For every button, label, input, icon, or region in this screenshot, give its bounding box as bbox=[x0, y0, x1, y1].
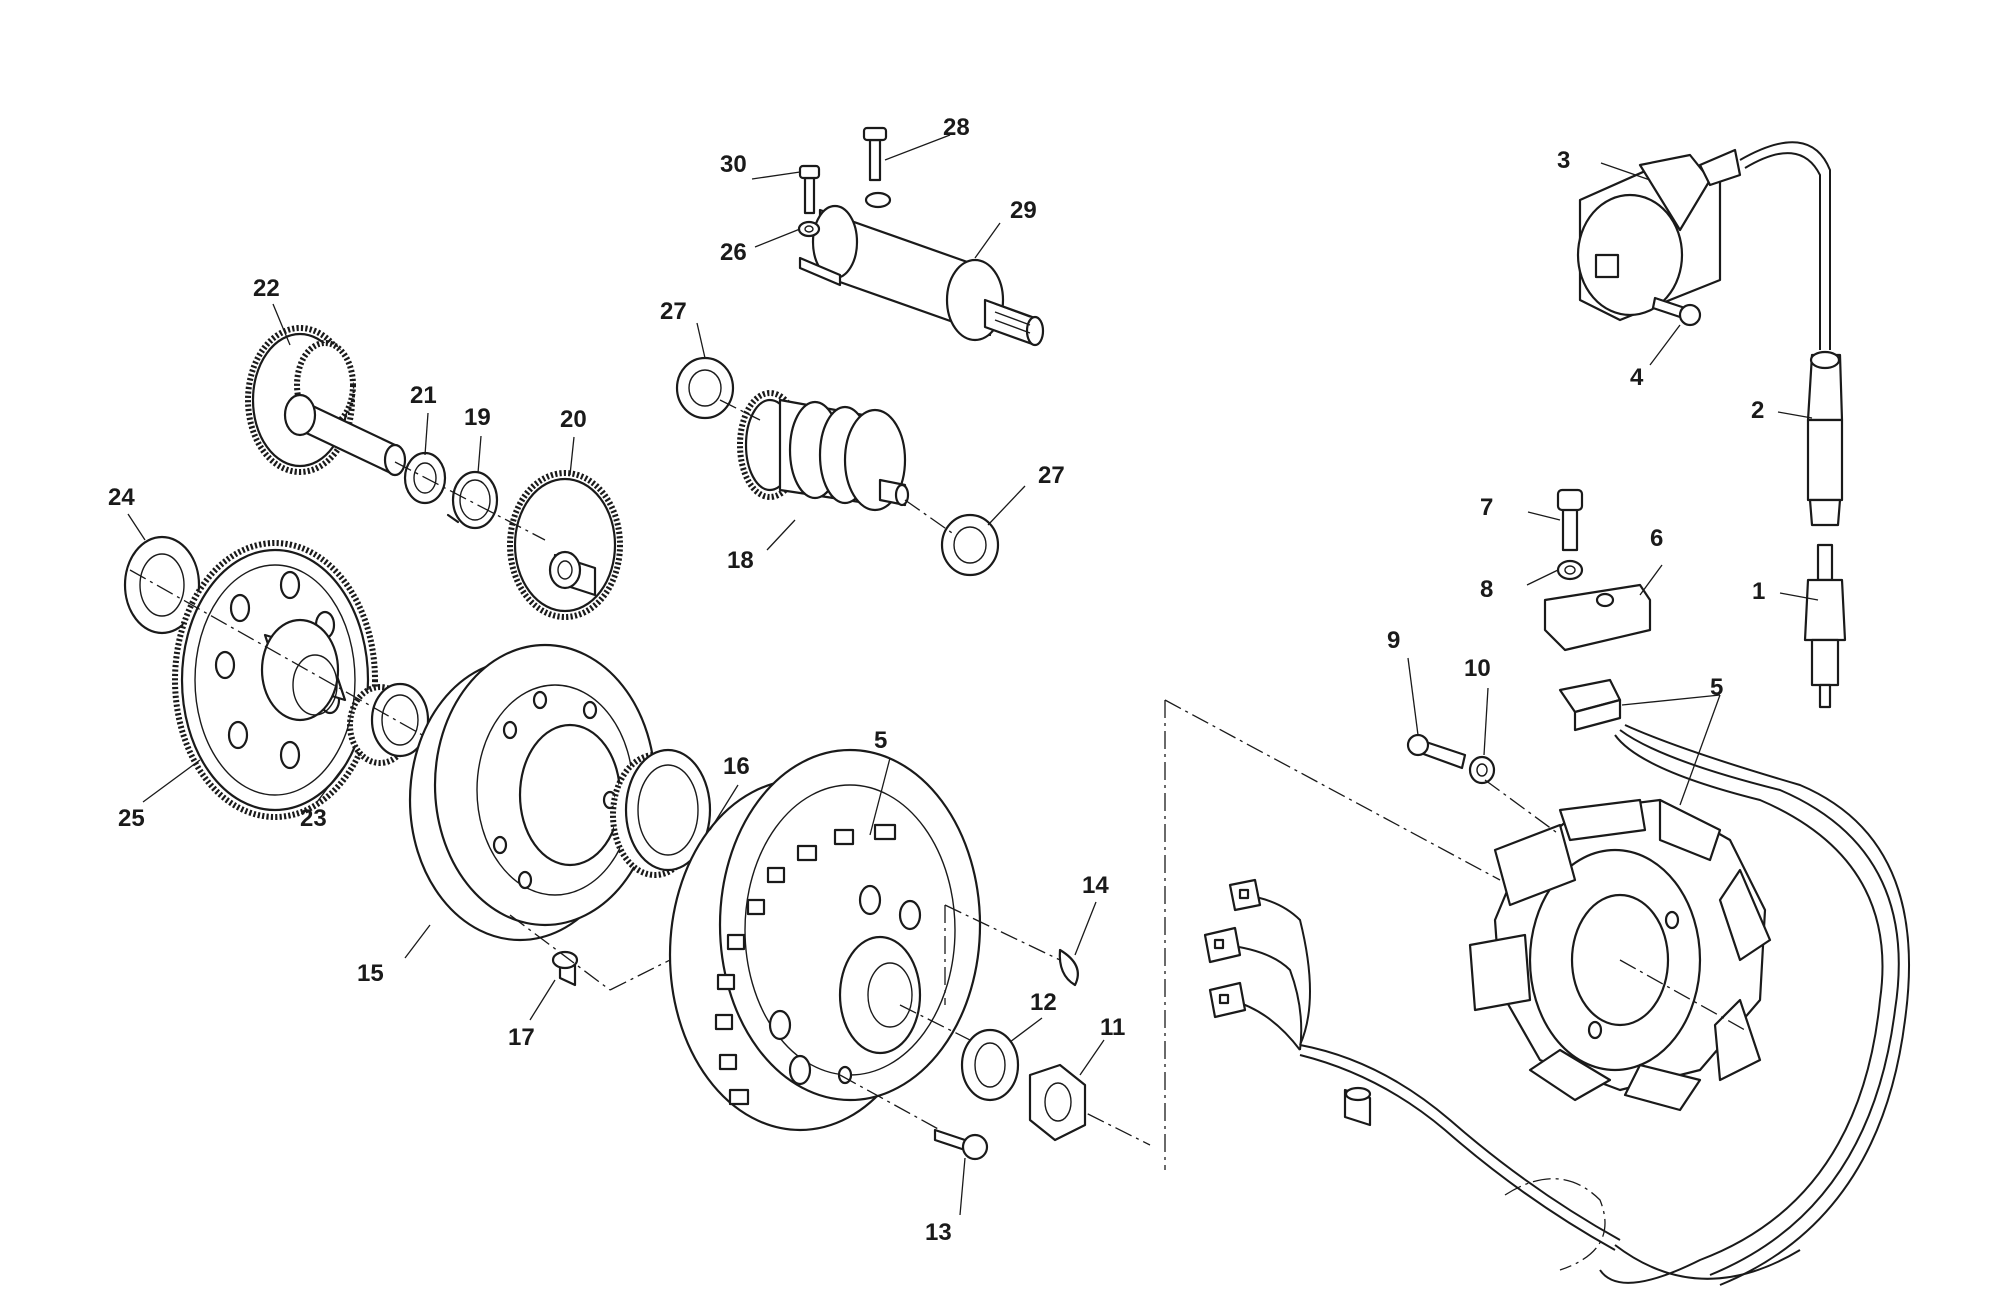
ignition-coil-3[interactable] bbox=[1576, 148, 1742, 322]
washer-27-lower[interactable] bbox=[940, 513, 1000, 577]
callout-14: 14 bbox=[1082, 872, 1109, 899]
callout-23: 23 bbox=[300, 805, 327, 832]
starter-screw-30[interactable] bbox=[798, 164, 821, 215]
washer-24[interactable] bbox=[123, 535, 201, 635]
washer-12[interactable] bbox=[960, 1028, 1020, 1102]
nut-11[interactable] bbox=[1028, 1063, 1087, 1142]
washer-26[interactable] bbox=[797, 220, 821, 238]
freewheel-housing-15[interactable] bbox=[408, 643, 657, 942]
callout-20: 20 bbox=[560, 406, 587, 433]
callout-19: 19 bbox=[464, 404, 491, 431]
starter-motor[interactable] bbox=[798, 191, 1045, 347]
callout-18: 18 bbox=[727, 547, 754, 574]
connector-plug-2[interactable] bbox=[1203, 926, 1242, 964]
callout-17: 17 bbox=[508, 1024, 535, 1051]
callout-3: 3 bbox=[1557, 147, 1570, 174]
leader-lines bbox=[127, 134, 1819, 1216]
washer-10[interactable] bbox=[1468, 755, 1496, 785]
washer-8[interactable] bbox=[1556, 559, 1584, 581]
callout-16: 16 bbox=[723, 753, 750, 780]
bracket-6[interactable] bbox=[1543, 583, 1652, 652]
starter-screw-28[interactable] bbox=[862, 126, 888, 182]
callout-27-lower: 27 bbox=[1038, 462, 1065, 489]
callout-22: 22 bbox=[253, 275, 280, 302]
callout-8: 8 bbox=[1480, 576, 1493, 603]
callout-4: 4 bbox=[1630, 364, 1644, 391]
callout-25: 25 bbox=[118, 805, 145, 832]
callout-7: 7 bbox=[1480, 494, 1493, 521]
flywheel-rotor-5[interactable] bbox=[668, 748, 982, 1132]
callout-11: 11 bbox=[1100, 1014, 1125, 1041]
needle-bearing-23[interactable] bbox=[347, 682, 430, 766]
coil-screw-4[interactable] bbox=[1651, 296, 1702, 327]
screw-9[interactable] bbox=[1406, 733, 1467, 770]
circlip-19[interactable] bbox=[446, 470, 499, 530]
spark-plug-1[interactable] bbox=[1803, 543, 1847, 709]
grommet-sleeve[interactable] bbox=[1343, 1086, 1372, 1127]
callout-9: 9 bbox=[1387, 627, 1400, 654]
woodruff-key-14[interactable] bbox=[1058, 948, 1079, 987]
stator-5[interactable] bbox=[1468, 798, 1772, 1112]
callout-10: 10 bbox=[1464, 655, 1491, 682]
starter-driven-gear-25[interactable] bbox=[172, 540, 378, 820]
callout-6: 6 bbox=[1650, 525, 1663, 552]
callout-15: 15 bbox=[357, 960, 384, 987]
pickup-sensor-5[interactable] bbox=[1558, 678, 1622, 732]
callout-30: 30 bbox=[720, 151, 747, 178]
screw-13[interactable] bbox=[933, 1128, 989, 1161]
callout-27-upper: 27 bbox=[660, 298, 687, 325]
spark-plug-cap-2[interactable] bbox=[1806, 350, 1844, 527]
callout-29: 29 bbox=[1010, 197, 1037, 224]
callout-12: 12 bbox=[1030, 989, 1057, 1016]
callout-5-stator: 5 bbox=[1710, 674, 1723, 701]
starter-drive-18[interactable] bbox=[737, 390, 910, 512]
screw-7[interactable] bbox=[1556, 488, 1584, 552]
callout-13: 13 bbox=[925, 1219, 952, 1246]
callout-26: 26 bbox=[720, 239, 747, 266]
callout-1: 1 bbox=[1752, 578, 1765, 605]
washer-27-upper[interactable] bbox=[675, 356, 735, 420]
callout-24: 24 bbox=[108, 484, 135, 511]
callout-28: 28 bbox=[943, 114, 970, 141]
connector-plug-1[interactable] bbox=[1228, 878, 1262, 912]
connector-plug-3[interactable] bbox=[1208, 981, 1247, 1019]
double-gear-22[interactable] bbox=[245, 325, 407, 477]
roller-bearing-16[interactable] bbox=[610, 748, 712, 878]
callout-5-rotor: 5 bbox=[874, 727, 887, 754]
callout-2: 2 bbox=[1751, 397, 1764, 424]
idler-gear-20[interactable] bbox=[507, 470, 623, 620]
callout-21: 21 bbox=[410, 382, 437, 409]
